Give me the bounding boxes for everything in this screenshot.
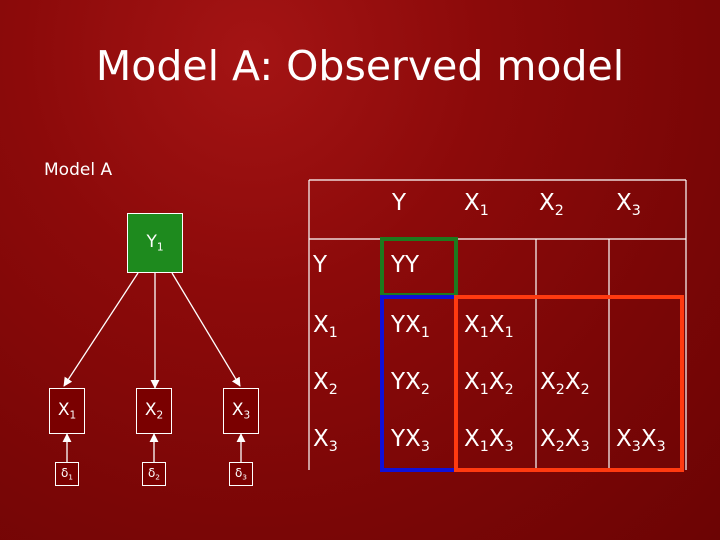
highlight-box-orange xyxy=(454,295,684,472)
matrix-cell-x1x3: X1X3 xyxy=(464,426,514,455)
matrix-row-header-y: Y xyxy=(313,252,328,278)
matrix-row-header-x1: X1 xyxy=(313,312,338,341)
indicator-node-x2: X2 xyxy=(136,388,172,434)
matrix-col-header-y: Y xyxy=(392,190,407,216)
error-node-delta3: δ3 xyxy=(229,462,253,486)
latent-label: Y1 xyxy=(146,232,164,254)
error-node-delta2: δ2 xyxy=(142,462,166,486)
matrix-cell-yy: YY xyxy=(391,252,420,278)
matrix-col-header-x3: X3 xyxy=(616,190,641,219)
matrix-row-header-x3: X3 xyxy=(313,426,338,455)
matrix-cell-x2x3: X2X3 xyxy=(540,426,590,455)
loading-arrow-x3 xyxy=(171,272,241,387)
matrix-col-header-x2: X2 xyxy=(539,190,564,219)
slide-title: Model A: Observed model xyxy=(95,42,625,90)
matrix-col-header-x1: X1 xyxy=(464,190,489,219)
latent-node-y1: Y1 xyxy=(127,213,183,273)
indicator-label: X2 xyxy=(144,400,164,422)
matrix-cell-yx3: YX3 xyxy=(391,426,430,455)
indicator-node-x3: X3 xyxy=(223,388,259,434)
matrix-cell-yx1: YX1 xyxy=(391,312,430,341)
model-label: Model A xyxy=(44,160,113,180)
loading-arrow-x1 xyxy=(63,272,139,387)
matrix-row-header-x2: X2 xyxy=(313,369,338,398)
matrix-cell-x2x2: X2X2 xyxy=(540,369,590,398)
matrix-cell-x3x3: X3X3 xyxy=(616,426,666,455)
error-label: δ3 xyxy=(234,466,248,482)
matrix-cell-yx2: YX2 xyxy=(391,369,430,398)
indicator-label: X1 xyxy=(57,400,77,422)
matrix-cell-x1x2: X1X2 xyxy=(464,369,514,398)
matrix-cell-x1x1: X1X1 xyxy=(464,312,514,341)
error-label: δ2 xyxy=(147,466,161,482)
error-label: δ1 xyxy=(60,466,74,482)
indicator-node-x1: X1 xyxy=(49,388,85,434)
indicator-label: X3 xyxy=(231,400,251,422)
error-node-delta1: δ1 xyxy=(55,462,79,486)
